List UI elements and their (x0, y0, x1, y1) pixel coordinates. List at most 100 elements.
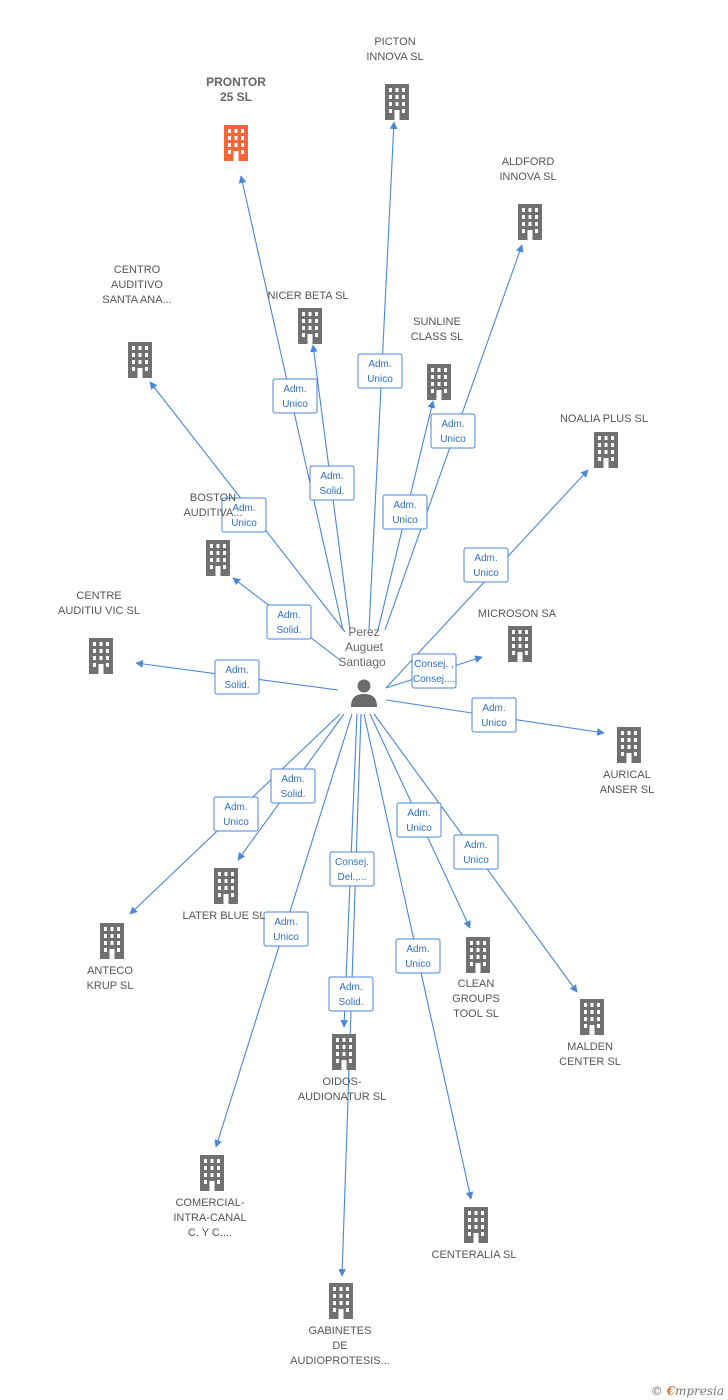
company-name-line: CLASS SL (411, 331, 464, 343)
company-name-line: BOSTON (190, 492, 236, 504)
company-node-gabinetes[interactable]: GABINETESDEAUDIOPROTESIS... (290, 1283, 390, 1367)
company-name-line: AUDIOPROTESIS... (290, 1355, 390, 1367)
company-node-aldford[interactable]: ALDFORD INNOVA SL (499, 156, 557, 240)
relation-role-text: Adm. (339, 982, 362, 993)
relation-role-text: Unico (223, 817, 249, 828)
relation-label-noalia[interactable]: Adm.Unico (463, 547, 509, 583)
relation-label-comercial[interactable]: Adm. Unico (263, 911, 309, 947)
relation-role-text: Solid. (319, 486, 344, 497)
relation-label-sunline[interactable]: Adm.Unico (382, 494, 428, 530)
company-name-line: CENTRO (114, 264, 161, 276)
relation-label-centeralia[interactable]: Adm.Unico (395, 938, 441, 974)
company-node-nicer[interactable]: NICER BETA SL (267, 290, 349, 344)
relation-role-text: Adm. (474, 553, 497, 564)
company-node-aurical[interactable]: AURICAL ANSER SL (600, 727, 654, 796)
building-icon (508, 626, 532, 662)
building-icon (214, 868, 238, 904)
relation-label-centroauditivo[interactable]: Adm. Unico (221, 497, 267, 533)
relation-label-box (396, 802, 442, 838)
relation-label-aldford[interactable]: Adm.Unico (430, 413, 476, 449)
relation-role-text: Unico (463, 855, 489, 866)
company-name-line: ANSER SL (600, 784, 654, 796)
relation-label-anteco[interactable]: Adm. Unico (213, 796, 259, 832)
building-icon (427, 364, 451, 400)
relation-label-microson[interactable]: Consej. ,Consej.... (411, 653, 457, 689)
relation-label-box (411, 653, 457, 689)
company-node-centeralia[interactable]: CENTERALIA SL (432, 1207, 517, 1261)
relation-label-box (382, 494, 428, 530)
relation-role-text: Adm. (281, 774, 304, 785)
relation-label-nicer[interactable]: Adm. Solid. (309, 465, 355, 501)
relation-role-text: Unico (231, 518, 257, 529)
building-icon (466, 937, 490, 973)
company-node-oidos[interactable]: OIDOS-AUDIONATUR SL (298, 1034, 386, 1103)
relation-role-text: Adm. (232, 503, 255, 514)
company-name-line: ALDFORD (502, 156, 555, 168)
company-node-boston[interactable]: BOSTONAUDITIVA... (183, 492, 243, 576)
company-node-microson[interactable]: MICROSON SA (478, 608, 557, 662)
building-icon (298, 308, 322, 344)
relation-label-aurical[interactable]: Adm.Unico (471, 697, 517, 733)
relation-role-text: Adm. (320, 471, 343, 482)
building-icon (464, 1207, 488, 1243)
company-name-line: AURICAL (603, 769, 651, 781)
company-name-line: CENTRE (76, 590, 121, 602)
company-name-line: KRUP SL (87, 980, 134, 992)
company-name-line: SUNLINE (413, 316, 461, 328)
relation-label-box (263, 911, 309, 947)
relation-role-text: Adm. (283, 384, 306, 395)
building-icon (518, 204, 542, 240)
relation-role-text: Solid. (280, 789, 305, 800)
relation-role-text: Consej.... (413, 674, 455, 685)
company-name-line: DE (332, 1340, 347, 1352)
company-name-line: 25 SL (220, 90, 252, 104)
relation-label-oidos[interactable]: Consej.Del.,... (329, 851, 375, 887)
relation-label-gabinetes[interactable]: Adm.Solid. (328, 976, 374, 1012)
relation-label-prontor[interactable]: Adm.Unico (272, 378, 318, 414)
company-name-line: LATER BLUE SL (183, 910, 266, 922)
company-node-laterblue[interactable]: LATER BLUE SL (183, 868, 266, 922)
relation-label-clean[interactable]: Adm.Unico (396, 802, 442, 838)
building-icon (200, 1155, 224, 1191)
center-person-node[interactable]: Perez Auguet Santiago (338, 625, 386, 707)
company-node-sunline[interactable]: SUNLINE CLASS SL (411, 316, 464, 400)
relation-role-text: Adm. (393, 500, 416, 511)
company-name-line: CENTERALIA SL (432, 1249, 517, 1261)
relation-label-box (272, 378, 318, 414)
relation-label-box (357, 353, 403, 389)
relation-label-boston[interactable]: Adm.Solid. (266, 604, 312, 640)
relation-role-text: Adm. (277, 610, 300, 621)
relation-label-laterblue[interactable]: Adm. Solid. (270, 768, 316, 804)
relation-role-text: Adm. (224, 802, 247, 813)
building-icon (206, 540, 230, 576)
relation-label-box (463, 547, 509, 583)
company-name-line: MALDEN (567, 1041, 613, 1053)
empresia-brand: © €mpresia (651, 1384, 724, 1398)
relation-label-picton[interactable]: Adm.Unico (357, 353, 403, 389)
building-icon (580, 999, 604, 1035)
building-icon (128, 342, 152, 378)
relation-role-text: Unico (367, 374, 393, 385)
building-icon (100, 923, 124, 959)
relation-label-centreauditiu[interactable]: Adm.Solid. (214, 659, 260, 695)
relation-label-malden[interactable]: Adm.Unico (453, 834, 499, 870)
brand-name: mpresia (674, 1384, 724, 1398)
company-name-line: INNOVA SL (499, 171, 556, 183)
building-icon (594, 432, 618, 468)
person-icon (351, 679, 377, 707)
company-name-line: GROUPS (452, 993, 500, 1005)
relation-role-text: Adm. (274, 917, 297, 928)
company-name-line: MICROSON SA (478, 608, 557, 620)
relation-role-text: Unico (273, 932, 299, 943)
relation-label-box (214, 659, 260, 695)
company-node-noalia[interactable]: NOALIA PLUS SL (560, 413, 648, 468)
